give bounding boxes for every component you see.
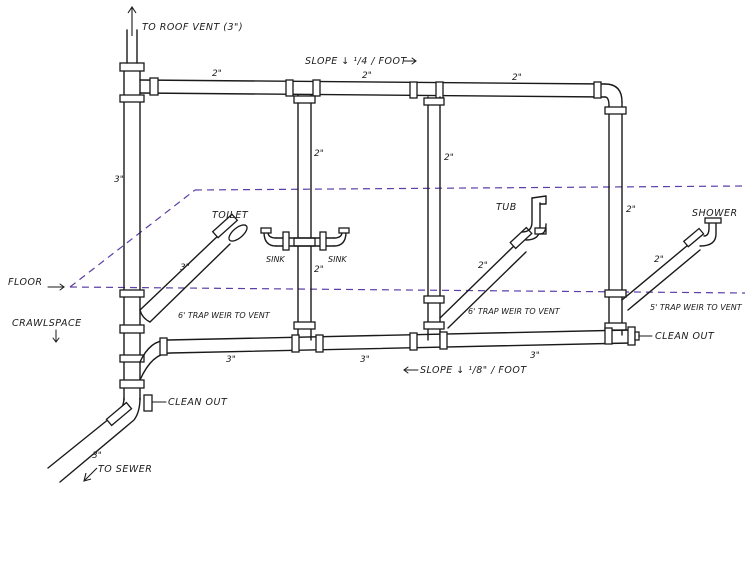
toilet-drain-size-label: 3" bbox=[180, 263, 190, 273]
bottom-drain-size-label-3: 3" bbox=[530, 351, 540, 361]
sink-drain-size-label: 2" bbox=[314, 265, 324, 275]
roof-vent-label: TO ROOF VENT (3") bbox=[142, 22, 243, 33]
shower-label: SHOWER bbox=[692, 208, 738, 219]
main-stack bbox=[119, 29, 145, 401]
toilet-label: TOILET bbox=[212, 210, 249, 221]
sewer-line bbox=[47, 379, 153, 483]
to-sewer-label: TO SEWER bbox=[98, 464, 152, 475]
top-vent-size-label-3: 2" bbox=[512, 73, 522, 83]
floor-label: FLOOR bbox=[8, 277, 43, 288]
sewer-size-label: 3" bbox=[92, 451, 102, 461]
up-arrow-icon bbox=[127, 6, 137, 36]
clean-out-right-label: CLEAN OUT bbox=[655, 331, 715, 342]
sink-assembly bbox=[260, 227, 350, 251]
shower-trap-label: 5' TRAP WEIR TO VENT bbox=[650, 303, 743, 312]
tub-label: TUB bbox=[496, 202, 517, 213]
sink-left-label: SINK bbox=[266, 255, 285, 264]
top-vent-size-label-2: 2" bbox=[362, 71, 372, 81]
leader-lines bbox=[47, 57, 653, 403]
down-arrow-icon bbox=[83, 467, 98, 482]
toilet-branch bbox=[139, 213, 248, 323]
bottom-drain-header bbox=[139, 326, 640, 381]
crawlspace-label: CRAWLSPACE bbox=[12, 318, 82, 329]
sink-right-label: SINK bbox=[328, 255, 347, 264]
shower-riser-size-label: 2" bbox=[626, 205, 636, 215]
bottom-drain-size-label-1: 3" bbox=[226, 355, 236, 365]
tub-trap-label: 6' TRAP WEIR TO VENT bbox=[468, 307, 561, 316]
tub-riser-size-label: 2" bbox=[444, 153, 454, 163]
main-stack-size-label: 3" bbox=[114, 175, 124, 185]
top-slope-label: SLOPE ↓ ¹/4 / FOOT bbox=[305, 56, 407, 67]
tub-vent-riser bbox=[423, 96, 445, 341]
sink-vent-riser bbox=[293, 94, 316, 341]
top-vent-header bbox=[139, 77, 623, 107]
top-vent-size-label-1: 2" bbox=[212, 69, 222, 79]
sink-riser-size-label: 2" bbox=[314, 149, 324, 159]
floor-plane bbox=[69, 185, 746, 294]
bottom-slope-label: SLOPE ↓ ¹/8" / FOOT bbox=[420, 365, 527, 376]
toilet-trap-label: 6' TRAP WEIR TO VENT bbox=[178, 311, 271, 320]
tub-drain-size-label: 2" bbox=[478, 261, 488, 271]
tub-branch bbox=[439, 195, 547, 329]
shower-drain-size-label: 2" bbox=[654, 255, 664, 265]
shower-branch bbox=[621, 217, 722, 311]
clean-out-lower-label: CLEAN OUT bbox=[168, 397, 228, 408]
bottom-drain-size-label-2: 3" bbox=[360, 355, 370, 365]
